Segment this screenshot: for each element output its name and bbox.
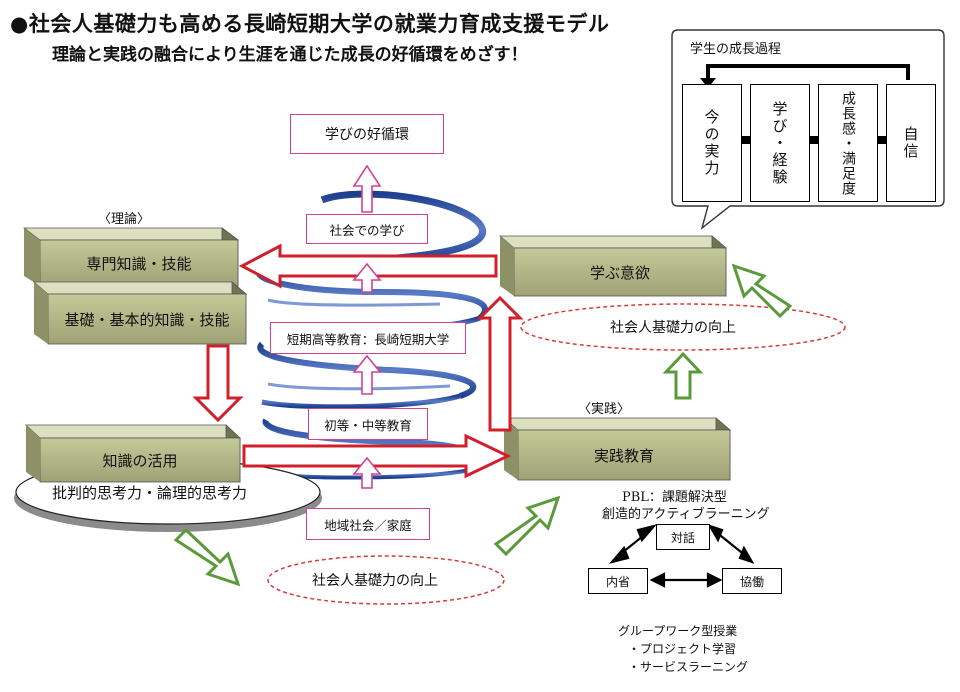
growth-title: 学生の成長過程 <box>690 42 782 57</box>
growth-step-confidence: 自信 <box>886 84 936 202</box>
skills-oval-right <box>520 303 846 351</box>
pbl-line1: PBL：課題解決型 <box>622 490 727 505</box>
theory-label: 〈理論〉 <box>98 212 151 227</box>
red-arrows <box>192 243 524 479</box>
pbl-dialogue-box: 対話 <box>656 524 710 550</box>
group-work-title: グループワーク型授業 <box>618 624 738 638</box>
skills-up-right-text: 社会人基礎力の向上 <box>610 320 736 336</box>
community-box: 地域社会／家庭 <box>306 508 430 540</box>
arrow-up-motivation <box>476 295 524 432</box>
higher-education-box: 短期高等教育：長崎短期大学 <box>270 322 466 354</box>
knowledge-application-block: 知識の活用 <box>102 451 178 470</box>
pbl-reflection-box: 内省 <box>588 568 648 594</box>
practical-education-block: 実践教育 <box>593 446 654 465</box>
skills-oval-bottom <box>267 555 505 605</box>
primary-education-box: 初等・中等教育 <box>308 408 428 440</box>
specialized-knowledge-block: 専門知識・技能 <box>86 254 192 273</box>
pink-up-arrows <box>352 164 382 489</box>
motivation-block: 学ぶ意欲 <box>589 263 650 282</box>
arrow-to-practical <box>242 433 512 479</box>
arrow-down-basic <box>192 344 244 423</box>
pbl-line2: 創造的アクティブラーニング <box>602 507 770 522</box>
page-subtitle: 理論と実践の融合により生涯を通じた成長の好循環をめざす！ <box>52 45 528 65</box>
skills-up-bottom-text: 社会人基礎力の向上 <box>312 573 438 589</box>
learning-cycle-box: 学びの好循環 <box>290 114 444 154</box>
growth-step-satisfaction: 成長感・満足度 <box>818 84 878 202</box>
block-application <box>24 424 242 483</box>
society-learning-box: 社会での学び <box>306 214 428 244</box>
growth-step-current: 今の実力 <box>682 84 742 202</box>
block-practical <box>502 417 732 481</box>
page-title: ●社会人基礎力も高める長崎短期大学の就業力育成支援モデル <box>10 12 610 36</box>
pbl-collaboration-box: 協働 <box>722 568 782 594</box>
block-motivation <box>498 235 728 297</box>
practice-label: 〈実践〉 <box>578 402 631 417</box>
growth-step-learning: 学び・経験 <box>750 84 810 202</box>
green-arrows <box>173 263 793 587</box>
group-work-service: ・サービスラーニング <box>628 660 749 674</box>
critical-thinking-text: 批判的思考力・論理的思考力 <box>52 484 248 502</box>
group-work-project: ・プロジェクト学習 <box>628 642 737 656</box>
block-basic <box>32 281 248 345</box>
block-specialized <box>22 227 240 287</box>
growth-feedback-line <box>706 64 910 80</box>
basic-knowledge-block: 基礎・基本的知識・技能 <box>64 310 230 329</box>
